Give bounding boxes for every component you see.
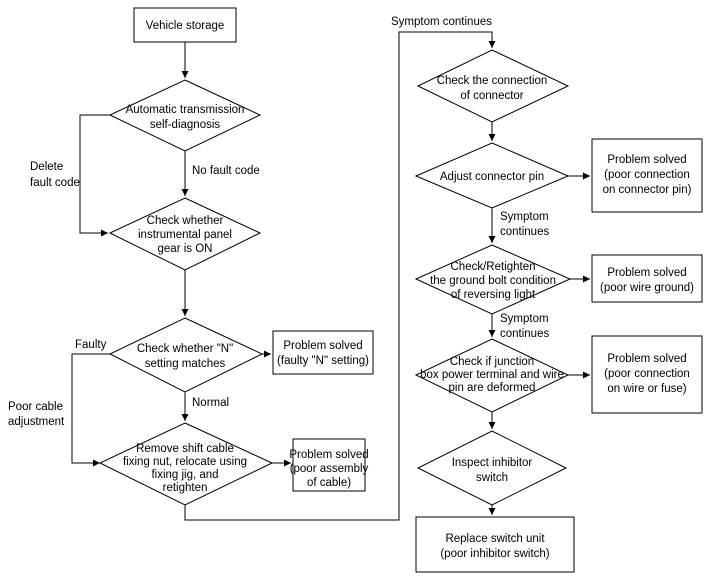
edge-label-symptom-continues-1: Symptom continues bbox=[500, 211, 549, 238]
node-inspect-inhibitor bbox=[416, 430, 568, 506]
node-remove-shift-cable bbox=[98, 422, 274, 506]
node-check-ground-bolt bbox=[414, 244, 572, 315]
label-at-self-diagnosis: Automatic transmission self-diagnosis bbox=[126, 104, 245, 131]
edge-label-poor-cable-adjustment-line: Poor cable bbox=[8, 401, 63, 413]
label-solved-wire-fuse-line: Problem solved bbox=[607, 353, 686, 365]
label-vehicle-storage-line: Vehicle storage bbox=[146, 20, 225, 32]
label-solved-n-setting-line: (faulty "N" setting) bbox=[277, 355, 369, 367]
label-replace-switch: Replace switch unit (poor inhibitor switc… bbox=[440, 533, 549, 560]
edge-faulty-loop bbox=[71, 353, 110, 467]
edge-label-symptom-continues-top-line: Symptom continues bbox=[391, 16, 492, 28]
label-replace-switch-line: (poor inhibitor switch) bbox=[440, 548, 549, 560]
edge-label-normal-line: Normal bbox=[192, 397, 229, 409]
node-solved-cable bbox=[292, 438, 366, 492]
label-check-ground-bolt-line: Check/Retighten bbox=[450, 261, 535, 273]
label-solved-cable-line: of cable) bbox=[307, 477, 351, 489]
label-check-junction-box-line: box power terminal and wire bbox=[420, 369, 564, 381]
edge-label-symptom-continues-top: Symptom continues bbox=[391, 16, 492, 28]
label-solved-n-setting: Problem solved (faulty "N" setting) bbox=[277, 340, 369, 367]
label-check-connector: Check the connection of connector bbox=[437, 75, 548, 102]
label-check-connector-line: Check the connection bbox=[437, 75, 548, 87]
edge-label-poor-cable-adjustment-line: adjustment bbox=[8, 416, 65, 428]
label-solved-n-setting-line: Problem solved bbox=[283, 340, 362, 352]
node-check-connector bbox=[416, 49, 570, 123]
node-labels: Vehicle storage Automatic transmission se… bbox=[123, 20, 694, 560]
label-replace-switch-line: Replace switch unit bbox=[445, 533, 545, 545]
label-check-ground-bolt: Check/Retighten the ground bolt condition… bbox=[430, 261, 556, 301]
edge-label-delete-fault-code-line: Delete bbox=[30, 161, 63, 173]
node-adjust-pin bbox=[414, 142, 570, 209]
label-solved-pin-line: (poor connection bbox=[604, 169, 690, 181]
label-solved-cable-line: (poor assembly bbox=[290, 463, 369, 475]
label-check-connector-line: of connector bbox=[460, 90, 523, 102]
node-vehicle-storage bbox=[133, 7, 237, 43]
label-solved-ground-line: (poor wire ground) bbox=[600, 282, 694, 294]
node-check-n-setting bbox=[108, 317, 264, 393]
label-check-n-setting-line: Check whether "N" bbox=[137, 343, 233, 355]
label-check-panel-gear-line: Check whether bbox=[147, 215, 224, 227]
edge-label-symptom-continues-1-line: Symptom bbox=[500, 211, 549, 223]
nodes bbox=[98, 7, 703, 573]
label-adjust-pin: Adjust connector pin bbox=[440, 171, 544, 183]
label-check-ground-bolt-line: of reversing light bbox=[451, 289, 536, 301]
label-solved-pin: Problem solved (poor connection on connect… bbox=[603, 154, 692, 196]
edge-label-faulty-line: Faulty bbox=[75, 339, 107, 351]
label-vehicle-storage: Vehicle storage bbox=[146, 20, 225, 32]
edge-label-faulty: Faulty bbox=[75, 339, 107, 351]
edges-right bbox=[488, 122, 590, 515]
edge-label-symptom-continues-2-line: continues bbox=[500, 328, 549, 340]
edge-label-delete-fault-code-line: fault code bbox=[30, 177, 80, 189]
label-solved-wire-fuse: Problem solved (poor connection on wire or… bbox=[604, 353, 690, 395]
edge-delete-fault-loop bbox=[79, 114, 110, 237]
label-remove-shift-cable-line: retighten bbox=[163, 482, 208, 494]
label-check-n-setting: Check whether "N" setting matches bbox=[137, 343, 233, 370]
label-check-panel-gear-line: gear is ON bbox=[158, 243, 213, 255]
edge-label-poor-cable-adjustment: Poor cable adjustment bbox=[8, 401, 65, 428]
edge-label-symptom-continues-1-line: continues bbox=[500, 226, 549, 238]
node-solved-ground bbox=[591, 254, 703, 303]
label-check-panel-gear-line: instrumental panel bbox=[138, 229, 232, 241]
node-check-junction-box bbox=[414, 338, 570, 413]
label-remove-shift-cable-line: fixing nut, relocate using bbox=[123, 456, 247, 468]
label-at-self-diagnosis-line: Automatic transmission bbox=[126, 104, 245, 116]
edge-label-symptom-continues-2-line: Symptom bbox=[500, 313, 549, 325]
label-at-self-diagnosis-line: self-diagnosis bbox=[150, 119, 221, 131]
edge-labels: Delete fault code No fault code Faulty Po… bbox=[8, 16, 549, 428]
label-check-junction-box-line: Check if junction bbox=[450, 356, 534, 368]
edge-cable-to-right-column bbox=[184, 31, 496, 521]
label-solved-pin-line: Problem solved bbox=[607, 154, 686, 166]
label-remove-shift-cable-line: fixing jig, and bbox=[151, 469, 218, 481]
node-solved-wire-fuse bbox=[591, 335, 703, 414]
node-at-self-diagnosis bbox=[108, 79, 262, 152]
node-solved-pin bbox=[591, 138, 703, 213]
node-check-panel-gear bbox=[108, 197, 262, 271]
label-inspect-inhibitor-line: Inspect inhibitor bbox=[452, 457, 533, 469]
edge-label-no-fault-code: No fault code bbox=[192, 165, 260, 177]
edge-label-delete-fault-code: Delete fault code bbox=[30, 161, 80, 189]
label-solved-wire-fuse-line: (poor connection bbox=[604, 368, 690, 380]
edges bbox=[71, 31, 496, 521]
label-check-panel-gear: Check whether instrumental panel gear is O… bbox=[138, 215, 232, 255]
label-solved-ground: Problem solved (poor wire ground) bbox=[600, 267, 694, 294]
edge-label-normal: Normal bbox=[192, 397, 229, 409]
edge-label-symptom-continues-2: Symptom continues bbox=[500, 313, 549, 340]
label-check-n-setting-line: setting matches bbox=[145, 358, 226, 370]
label-solved-wire-fuse-line: on wire or fuse) bbox=[607, 383, 686, 395]
label-inspect-inhibitor-line: switch bbox=[476, 472, 508, 484]
edge-label-no-fault-code-line: No fault code bbox=[192, 165, 260, 177]
label-solved-pin-line: on connector pin) bbox=[603, 184, 692, 196]
label-check-ground-bolt-line: the ground bolt condition bbox=[430, 275, 556, 287]
label-inspect-inhibitor: Inspect inhibitor switch bbox=[452, 457, 533, 484]
label-solved-cable: Problem solved (poor assembly of cable) bbox=[289, 449, 368, 489]
label-remove-shift-cable-line: Remove shift cable bbox=[136, 443, 234, 455]
node-solved-n-setting bbox=[272, 330, 374, 375]
label-solved-ground-line: Problem solved bbox=[607, 267, 686, 279]
label-check-junction-box-line: pin are deformed bbox=[449, 382, 536, 394]
label-solved-cable-line: Problem solved bbox=[289, 449, 368, 461]
label-adjust-pin-line: Adjust connector pin bbox=[440, 171, 544, 183]
node-replace-switch bbox=[415, 516, 575, 573]
